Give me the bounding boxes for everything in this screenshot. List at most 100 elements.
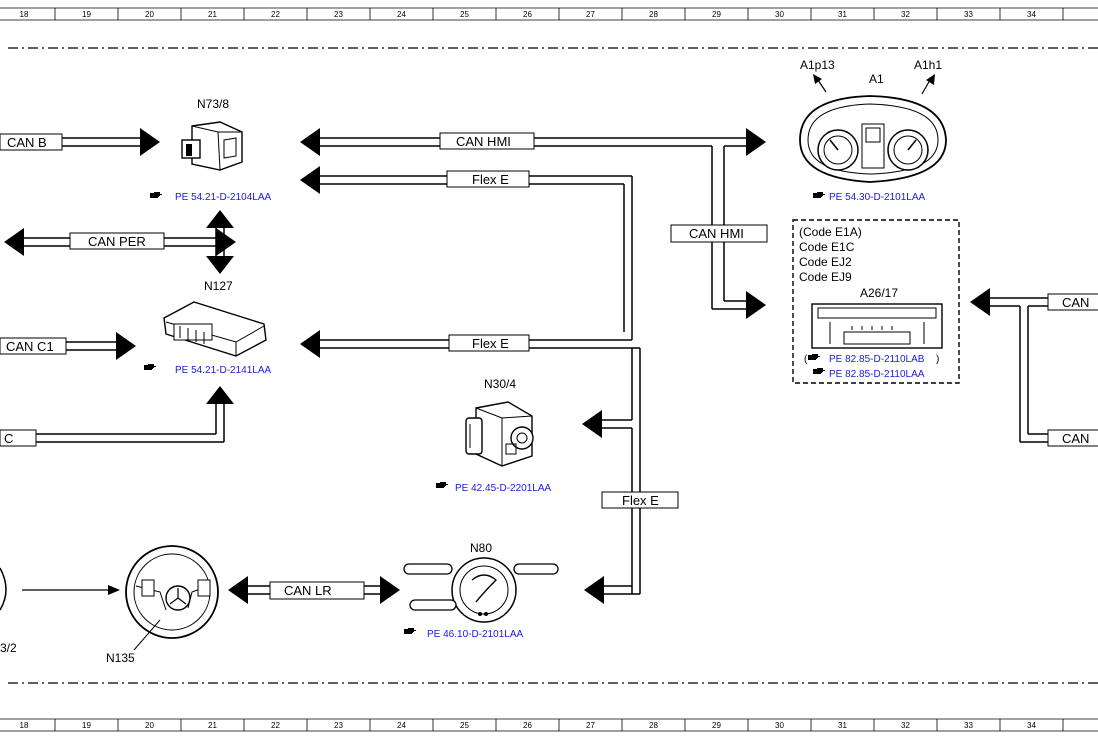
bus-can-right: CAN CAN bbox=[970, 288, 1098, 447]
bus-can-b: CAN B bbox=[0, 128, 160, 156]
bus-label-can-c1: CAN C1 bbox=[6, 339, 54, 354]
bus-flex-e: Flex E Flex E Flex E bbox=[300, 166, 679, 604]
arrow-a1p13 bbox=[813, 74, 827, 93]
bus-label-can-right-top: CAN bbox=[1062, 295, 1089, 310]
ref-n73-8[interactable]: PE 54.21-D-2104LAA bbox=[150, 192, 272, 203]
code-line-3: Code EJ2 bbox=[799, 255, 852, 269]
ref-paren-open: ( bbox=[804, 354, 808, 365]
grid-column-number: 26 bbox=[523, 10, 532, 19]
grid-column-number: 34 bbox=[1027, 10, 1036, 19]
grid-column-number: 31 bbox=[838, 10, 847, 19]
ref-n80[interactable]: PE 46.10-D-2101LAA bbox=[404, 628, 524, 640]
bus-label-flex-e-top: Flex E bbox=[472, 172, 509, 187]
ignition-switch-n73-8 bbox=[181, 121, 243, 171]
ref-link-n73-8[interactable]: PE 54.21-D-2104LAA bbox=[175, 192, 272, 203]
bus-can-hmi-top: CAN HMI CAN HMI bbox=[300, 128, 768, 319]
grid-column-number: 31 bbox=[838, 721, 847, 730]
grid-column-number: 19 bbox=[82, 10, 91, 19]
pointing-hand-icon bbox=[150, 192, 162, 198]
ref-link-n30-4[interactable]: PE 42.45-D-2201LAA bbox=[455, 483, 552, 494]
grid-column-number: 18 bbox=[20, 10, 29, 19]
bus-label-can-per: CAN PER bbox=[88, 234, 146, 249]
bus-label-flex-e-right: Flex E bbox=[622, 493, 659, 508]
label-a26-17: A26/17 bbox=[860, 286, 898, 300]
label-n127: N127 bbox=[204, 279, 233, 293]
grid-column-number: 22 bbox=[271, 721, 280, 730]
ref-link-n80[interactable]: PE 46.10-D-2101LAA bbox=[427, 629, 524, 640]
label-n135: N135 bbox=[106, 651, 135, 665]
grid-column-number: 32 bbox=[901, 721, 910, 730]
arrow-a1h1 bbox=[921, 74, 935, 95]
bus-label-can-lr: CAN LR bbox=[284, 583, 332, 598]
bus-label-can-b: CAN B bbox=[7, 135, 47, 150]
pointing-hand-icon bbox=[144, 364, 156, 370]
pointing-hand-icon bbox=[813, 368, 825, 374]
grid-column-number: 23 bbox=[334, 721, 343, 730]
code-line-4: Code EJ9 bbox=[799, 270, 852, 284]
bus-label-flex-e-mid: Flex E bbox=[472, 336, 509, 351]
unit-a26-17 bbox=[811, 303, 943, 349]
ref-n30-4[interactable]: PE 42.45-D-2201LAA bbox=[436, 482, 552, 494]
control-unit-n127 bbox=[163, 301, 267, 357]
ref-a1[interactable]: PE 54.30-D-2101LAA bbox=[813, 192, 926, 203]
grid-column-number: 21 bbox=[208, 721, 217, 730]
ref-link-n127[interactable]: PE 54.21-D-2141LAA bbox=[175, 365, 272, 376]
grid-column-number: 29 bbox=[712, 10, 721, 19]
partial-component-left bbox=[0, 567, 120, 611]
grid-column-number: 26 bbox=[523, 721, 532, 730]
ref-link-a26-17-lab[interactable]: PE 82.85-D-2110LAB bbox=[829, 354, 925, 365]
steering-column-module-n80 bbox=[403, 557, 559, 623]
pointing-hand-icon bbox=[813, 192, 825, 198]
steering-wheel-n135 bbox=[125, 545, 219, 639]
grid-column-number: 27 bbox=[586, 10, 595, 19]
pointing-hand-icon bbox=[404, 628, 416, 634]
grid-column-number: 34 bbox=[1027, 721, 1036, 730]
label-a1: A1 bbox=[869, 72, 884, 86]
grid-column-number: 28 bbox=[649, 10, 658, 19]
label-n73-8: N73/8 bbox=[197, 97, 229, 111]
grid-column-number: 32 bbox=[901, 10, 910, 19]
ref-a26-17-lab[interactable]: ( PE 82.85-D-2110LAB ) bbox=[804, 354, 939, 365]
code-line-2: Code E1C bbox=[799, 240, 855, 254]
ref-n127[interactable]: PE 54.21-D-2141LAA bbox=[144, 364, 272, 376]
grid-column-number: 18 bbox=[20, 721, 29, 730]
code-line-1: (Code E1A) bbox=[799, 225, 862, 239]
label-n30-4: N30/4 bbox=[484, 377, 516, 391]
pointing-hand-icon bbox=[808, 354, 820, 360]
pointing-hand-icon bbox=[436, 482, 448, 488]
grid-column-number: 25 bbox=[460, 721, 469, 730]
label-a1h1: A1h1 bbox=[914, 58, 942, 72]
ref-paren-close: ) bbox=[936, 354, 939, 365]
grid-column-number: 30 bbox=[775, 10, 784, 19]
bus-can-lr: CAN LR bbox=[228, 576, 400, 604]
bus-label-can-hmi-top: CAN HMI bbox=[456, 134, 511, 149]
hydraulic-unit-n30-4 bbox=[465, 401, 534, 467]
grid-column-number: 29 bbox=[712, 721, 721, 730]
label-a1p13: A1p13 bbox=[800, 58, 835, 72]
bus-label-c: C bbox=[4, 431, 13, 446]
grid-column-number: 19 bbox=[82, 721, 91, 730]
ref-link-a26-17-laa[interactable]: PE 82.85-D-2110LAA bbox=[829, 369, 925, 380]
grid-column-number: 23 bbox=[334, 10, 343, 19]
bus-label-can-hmi-vertical: CAN HMI bbox=[689, 226, 744, 241]
optional-equipment-box bbox=[792, 219, 960, 384]
bus-label-can-right-bottom: CAN bbox=[1062, 431, 1089, 446]
bus-can-c1: CAN C1 bbox=[0, 332, 136, 360]
bus-c-partial: C bbox=[0, 386, 234, 447]
grid-column-number: 21 bbox=[208, 10, 217, 19]
grid-column-number: 33 bbox=[964, 721, 973, 730]
grid-column-number: 28 bbox=[649, 721, 658, 730]
ref-a26-17-laa[interactable]: PE 82.85-D-2110LAA bbox=[813, 368, 925, 380]
grid-column-number: 25 bbox=[460, 10, 469, 19]
label-partial-left: 3/2 bbox=[0, 641, 17, 655]
leader-n135 bbox=[133, 619, 161, 651]
bus-can-per: CAN PER bbox=[4, 210, 236, 274]
grid-column-number: 20 bbox=[145, 721, 154, 730]
grid-column-number: 22 bbox=[271, 10, 280, 19]
grid-column-number: 33 bbox=[964, 10, 973, 19]
grid-column-number: 30 bbox=[775, 721, 784, 730]
ref-link-a1[interactable]: PE 54.30-D-2101LAA bbox=[829, 192, 926, 203]
